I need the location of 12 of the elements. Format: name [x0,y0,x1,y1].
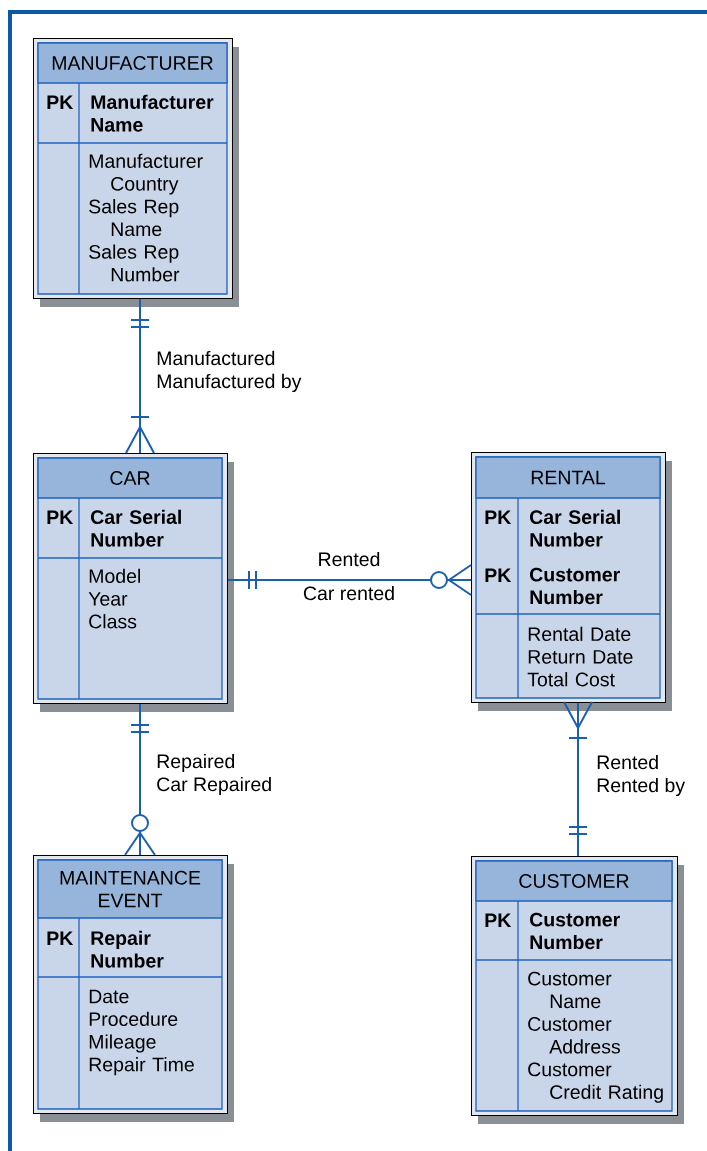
role-label: Car Repaired [155,775,274,797]
edge-label: Manufactured [155,349,277,367]
relationship-line [125,298,155,454]
relationship-line [227,564,472,596]
edge-label: Rented [316,550,382,568]
relationship-line [563,701,593,857]
role-label: Rented by [595,776,687,798]
role-label: Car rented [301,584,397,602]
role-label: Manufactured by [155,372,303,394]
edge-label: Repaired [155,752,237,774]
relationship-line [124,703,156,856]
edge-label: Rented [595,753,661,771]
